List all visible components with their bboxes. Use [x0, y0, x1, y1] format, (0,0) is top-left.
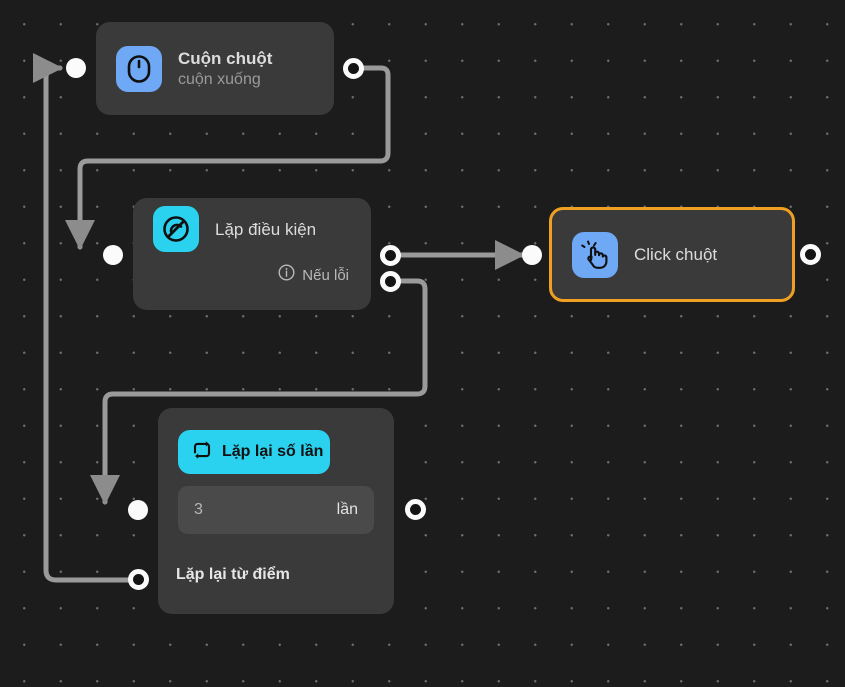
edge-scroll-to-loopcond	[65, 65, 391, 250]
node-loopcond-title: Lặp điều kiện	[215, 219, 317, 239]
port-scroll-output[interactable]	[343, 58, 364, 79]
node-conditional-loop[interactable]: Lặp điều kiện Nếu lỗi	[133, 198, 371, 310]
port-repeat-from-point-output[interactable]	[128, 569, 149, 590]
repeat-count-unit: lần	[336, 501, 358, 518]
repeat-count-value: 3	[194, 501, 203, 518]
repeat-from-point-label: Lặp lại từ điểm	[176, 566, 290, 583]
mouse-icon	[116, 45, 162, 92]
info-icon	[278, 264, 295, 286]
node-loopcond-labels: Lặp điều kiện	[215, 219, 316, 240]
edge-repeat-point-to-scroll	[33, 53, 131, 583]
repeat-count-input[interactable]: 3 lần	[178, 486, 374, 534]
port-repeat-output[interactable]	[405, 499, 426, 520]
node-loopcond-error-row[interactable]: Nếu lỗi	[153, 260, 371, 290]
node-scroll-subtitle: cuộn xuống	[178, 70, 261, 88]
node-loopcond-header: Lặp điều kiện	[153, 198, 371, 260]
node-loopcond-error-label: Nếu lỗi	[302, 266, 349, 284]
port-loopcond-input[interactable]	[103, 245, 123, 265]
port-loopcond-output-main[interactable]	[380, 245, 401, 266]
node-repeat-count[interactable]: Lặp lại số lần 3 lần Lặp lại từ điểm	[158, 408, 394, 614]
port-scroll-input[interactable]	[66, 58, 86, 78]
node-scroll-labels: Cuộn chuột cuộn xuống	[178, 48, 272, 90]
port-click-output[interactable]	[800, 244, 821, 265]
node-mouse-click[interactable]: Click chuột	[549, 207, 795, 302]
node-scroll-mouse[interactable]: Cuộn chuột cuộn xuống	[96, 22, 334, 115]
repeat-icon	[191, 440, 213, 465]
edge-loopcond-error-to-repeat	[90, 278, 428, 505]
click-hand-icon	[572, 231, 618, 278]
port-repeat-input[interactable]	[128, 500, 148, 520]
node-click-labels: Click chuột	[634, 244, 717, 265]
port-click-input[interactable]	[522, 245, 542, 265]
loop-disabled-icon	[153, 206, 199, 252]
port-loopcond-output-error[interactable]	[380, 271, 401, 292]
repeat-chip[interactable]: Lặp lại số lần	[178, 430, 330, 474]
node-scroll-title: Cuộn chuột	[178, 48, 273, 68]
node-click-title: Click chuột	[634, 245, 718, 264]
repeat-chip-label: Lặp lại số lần	[222, 443, 324, 460]
